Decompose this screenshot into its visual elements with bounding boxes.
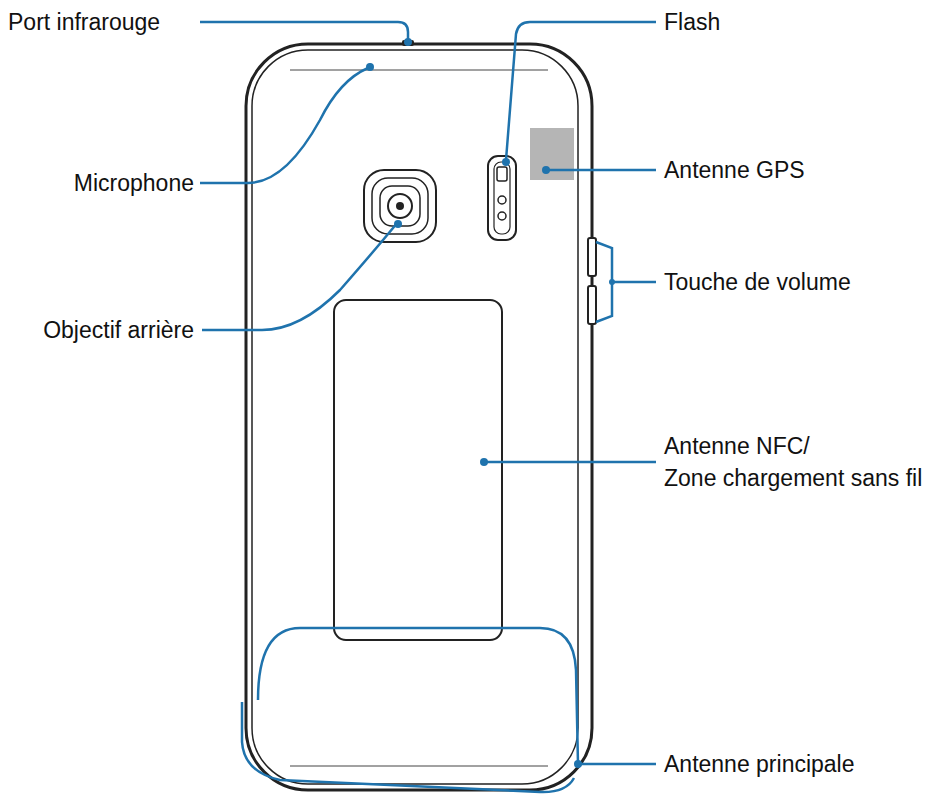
top-seam (290, 70, 548, 71)
flash-label: Flash (664, 6, 720, 38)
gps-antenna (530, 128, 574, 180)
bottom-seam (290, 766, 548, 767)
volume-key-label: Touche de volume (664, 266, 851, 298)
main-antenna-label: Antenne principale (664, 748, 855, 780)
nfc-label: Antenne NFC/ Zone chargement sans fil (664, 430, 922, 494)
rear-camera-label: Objectif arrière (43, 314, 194, 346)
main-antenna-outline (242, 628, 578, 792)
leader-lines (200, 22, 656, 764)
volume-down-key (588, 286, 596, 324)
nfc-area (334, 300, 502, 640)
flash (488, 156, 516, 240)
rear-camera (364, 170, 436, 242)
ir-port-label: Port infrarouge (8, 6, 160, 38)
leader-dots (366, 38, 615, 768)
microphone-label: Microphone (74, 167, 194, 199)
phone-back-edge (252, 50, 578, 784)
gps-label: Antenne GPS (664, 154, 805, 186)
volume-up-key (588, 238, 596, 276)
phone-body (246, 44, 592, 790)
